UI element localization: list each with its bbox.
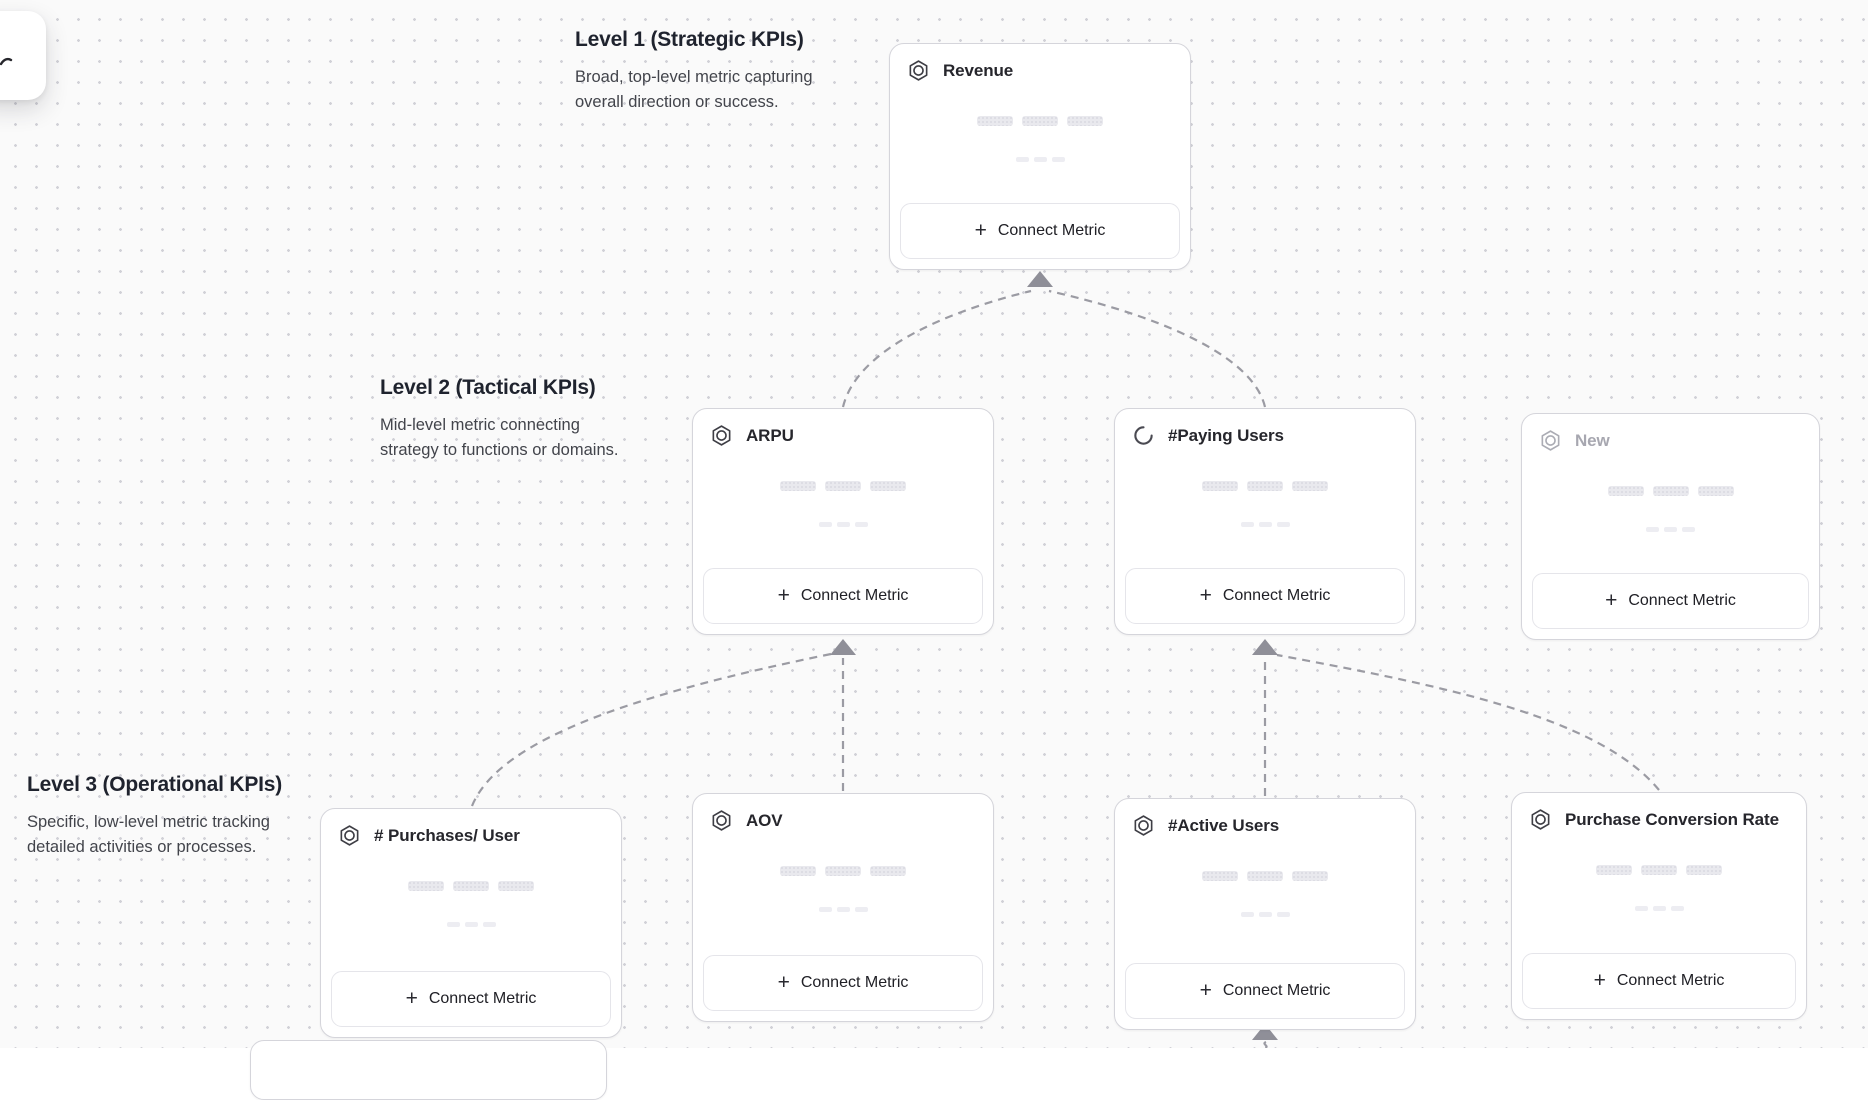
metric-card-aov[interactable]: AOV + Connect Metric <box>692 793 994 1022</box>
metric-hexagon-icon <box>1529 808 1552 831</box>
metric-card-purchases-per-user[interactable]: # Purchases/ User + Connect Metric <box>320 808 622 1038</box>
section-title: Level 1 (Strategic KPIs) <box>575 28 804 51</box>
section-label-level-1: Level 1 (Strategic KPIs) Broad, top-leve… <box>575 28 813 115</box>
metric-hexagon-icon <box>1539 429 1562 452</box>
connect-metric-label: Connect Metric <box>1222 982 1331 999</box>
metric-card-active-users[interactable]: #Active Users + Connect Metric <box>1114 798 1416 1030</box>
loading-spinner-icon <box>1132 424 1155 447</box>
card-header: AOV <box>693 794 993 832</box>
metric-card-revenue[interactable]: Revenue + Connect Metric <box>889 43 1191 270</box>
metric-card-arpu[interactable]: ARPU + Connect Metric <box>692 408 994 635</box>
card-header: ARPU <box>693 409 993 447</box>
connect-metric-label: Connect Metric <box>1222 587 1331 604</box>
plus-icon: + <box>405 986 418 1010</box>
section-description: Specific, low-level metric tracking deta… <box>27 813 270 856</box>
loading-skeleton-row <box>693 481 993 491</box>
connect-metric-label: Connect Metric <box>800 974 909 991</box>
connector-arpu-revenue <box>841 289 1032 408</box>
metric-hexagon-icon <box>710 809 733 832</box>
card-title: #Paying Users <box>1168 425 1284 445</box>
section-title: Level 3 (Operational KPIs) <box>27 773 283 796</box>
arrowhead-into-payingusers <box>1252 639 1278 655</box>
card-title: #Active Users <box>1168 815 1280 835</box>
loading-skeleton-row <box>321 881 621 891</box>
section-title: Level 2 (Tactical KPIs) <box>380 376 596 399</box>
card-title: Revenue <box>943 60 1014 80</box>
metric-card-partial-offscreen[interactable] <box>250 1040 607 1100</box>
loading-skeleton-row <box>1522 486 1819 496</box>
floating-panel[interactable] <box>0 11 46 100</box>
connect-metric-label: Connect Metric <box>1628 592 1736 609</box>
metric-hexagon-icon <box>1132 814 1155 837</box>
connect-metric-button[interactable]: + Connect Metric <box>900 203 1180 259</box>
loading-skeleton-dashes <box>693 907 993 912</box>
connect-metric-label: Connect Metric <box>428 990 537 1007</box>
card-title: ARPU <box>746 425 794 445</box>
card-title: Purchase Conversion Rate <box>1565 809 1779 829</box>
loading-skeleton-dashes <box>693 522 993 527</box>
metric-card-purchase-conversion-rate[interactable]: Purchase Conversion Rate + Connect Metri… <box>1511 792 1807 1020</box>
loading-skeleton-row <box>890 116 1190 126</box>
connect-metric-button[interactable]: + Connect Metric <box>1522 953 1796 1009</box>
connect-metric-button[interactable]: + Connect Metric <box>1125 568 1405 624</box>
connector-purchases-arpu <box>470 652 832 807</box>
loading-skeleton-dashes <box>890 157 1190 162</box>
card-title: # Purchases/ User <box>374 825 520 845</box>
metric-hexagon-icon <box>907 59 930 82</box>
loading-skeleton-dashes <box>1522 527 1819 532</box>
plus-icon: + <box>777 970 790 994</box>
plus-icon: + <box>1605 588 1618 612</box>
plus-icon: + <box>777 583 790 607</box>
card-header: #Active Users <box>1115 799 1415 837</box>
connect-metric-button[interactable]: + Connect Metric <box>703 955 983 1011</box>
card-header: Revenue <box>890 44 1190 82</box>
loading-skeleton-dashes <box>1115 912 1415 917</box>
metric-hexagon-icon <box>338 824 361 847</box>
connect-metric-label: Connect Metric <box>997 222 1106 239</box>
connect-metric-button[interactable]: + Connect Metric <box>1125 963 1405 1019</box>
plus-icon: + <box>1199 583 1212 607</box>
loading-skeleton-row <box>1115 481 1415 491</box>
card-header: #Paying Users <box>1115 409 1415 447</box>
section-label-level-2: Level 2 (Tactical KPIs) Mid-level metric… <box>380 376 618 463</box>
loading-skeleton-row <box>1512 865 1806 875</box>
card-title: AOV <box>746 810 783 830</box>
metric-hexagon-icon <box>710 424 733 447</box>
loading-skeleton-row <box>693 866 993 876</box>
plus-icon: + <box>974 218 987 242</box>
curved-stroke-icon <box>0 55 16 69</box>
loading-skeleton-dashes <box>1115 522 1415 527</box>
section-description: Mid-level metric connecting strategy to … <box>380 416 619 459</box>
connect-metric-button[interactable]: + Connect Metric <box>703 568 983 624</box>
arrowhead-into-revenue <box>1027 271 1053 287</box>
connect-metric-label: Connect Metric <box>1616 972 1725 989</box>
connector-offscreen-activeusers <box>1263 1040 1268 1048</box>
metric-card-paying-users[interactable]: #Paying Users + Connect Metric <box>1114 408 1416 635</box>
card-header: Purchase Conversion Rate <box>1512 793 1806 831</box>
connect-metric-button[interactable]: + Connect Metric <box>1532 573 1809 629</box>
connector-pcr-payingusers <box>1276 653 1660 791</box>
section-label-level-3: Level 3 (Operational KPIs) Specific, low… <box>27 773 282 860</box>
card-title: New <box>1575 430 1610 450</box>
plus-icon: + <box>1593 968 1606 992</box>
connect-metric-button[interactable]: + Connect Metric <box>331 971 611 1027</box>
loading-skeleton-row <box>1115 871 1415 881</box>
connect-metric-label: Connect Metric <box>800 587 909 604</box>
plus-icon: + <box>1199 978 1212 1002</box>
card-header: # Purchases/ User <box>321 809 621 847</box>
section-description: Broad, top-level metric capturing overal… <box>575 68 813 111</box>
metric-card-new[interactable]: New + Connect Metric <box>1521 413 1820 640</box>
loading-skeleton-dashes <box>321 922 621 927</box>
connector-payingusers-revenue <box>1048 289 1267 408</box>
card-header: New <box>1522 414 1819 452</box>
arrowhead-into-arpu <box>830 639 856 655</box>
loading-skeleton-dashes <box>1512 906 1806 911</box>
